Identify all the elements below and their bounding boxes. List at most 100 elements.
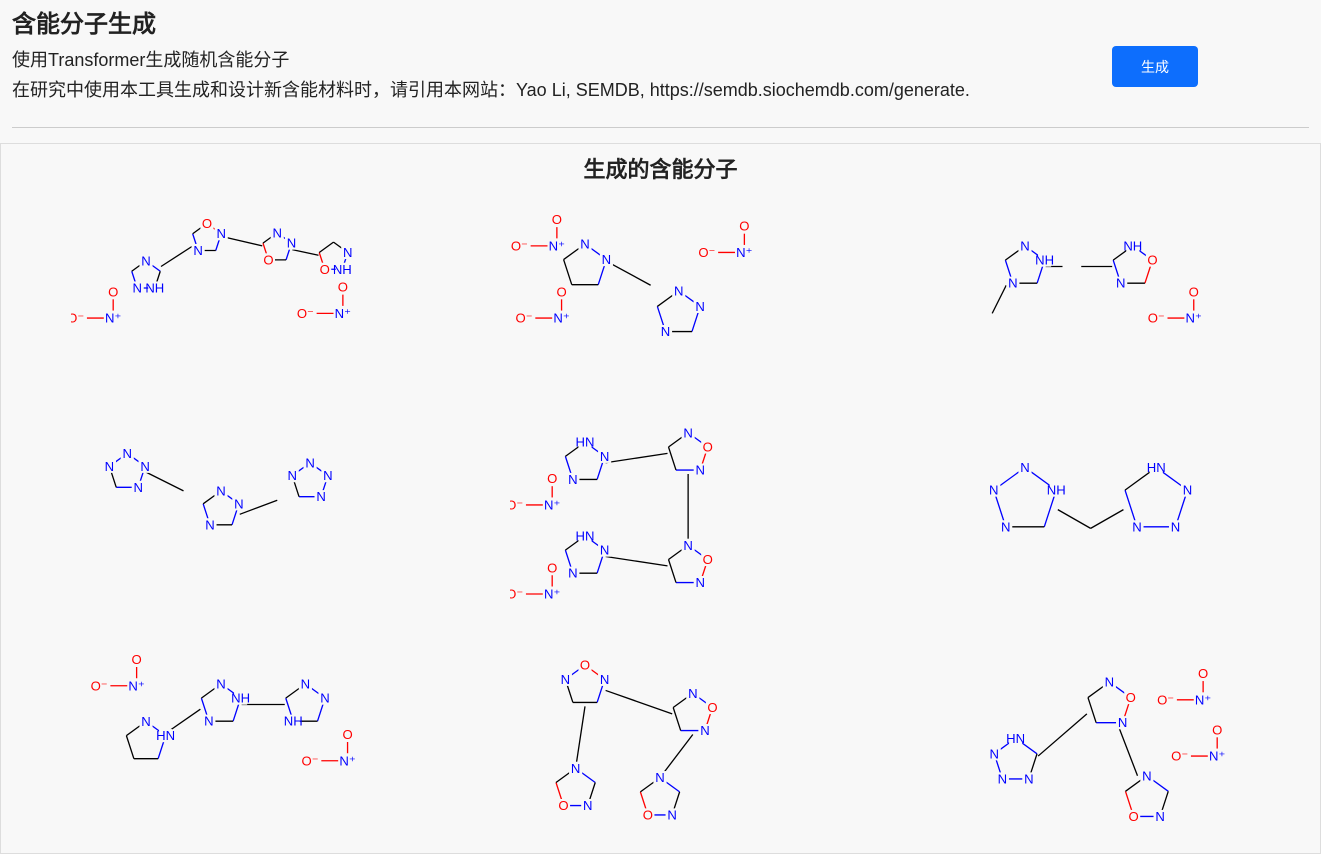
atom-label: N [689,685,698,700]
atom-label: N [1171,519,1180,534]
atom-label: N [701,723,710,738]
atom-label: N [989,483,998,498]
atom-label: O⁻ [510,497,523,512]
atom-label: O [740,219,750,234]
atom-label: O [1212,722,1222,737]
atom-label: O [559,798,569,813]
atom-label: O⁻ [1157,692,1174,707]
molecule-structure-image: NNHNONNNNONNHOO⁻N⁺OO⁻N⁺O [71,216,355,326]
molecule-cell: HNNNNONHNNNNONO⁻N⁺OO⁻N⁺O [441,409,881,629]
header: 含能分子生成 使用Transformer生成随机含能分子 在研究中使用本工具生成… [12,0,1309,128]
atom-label: N [343,245,352,260]
atom-label: N [569,566,578,581]
atom-label: HN [576,435,595,450]
atom-label: N [105,459,114,474]
atom-label: N [600,543,609,558]
atom-label: O [557,284,567,299]
atom-label: O [708,700,718,715]
atom-label: N [287,468,296,483]
atom-label: N [205,517,214,532]
atom-label: N [1118,715,1127,730]
atom-label: N [141,253,150,268]
atom-label: O [643,807,653,822]
atom-label: NH [1124,238,1143,253]
atom-label: NH [1035,253,1054,268]
subtitle: 使用Transformer生成随机含能分子 [12,50,290,70]
molecule-structure-image: HNNNNONHNNNNONO⁻N⁺OO⁻N⁺O [510,425,715,602]
atom-label: N [272,225,281,240]
atom-label: N [287,236,296,251]
atom-label: N [234,496,243,511]
atom-label: O [338,280,348,295]
atom-label: N [133,480,142,495]
atom-label: N⁺ [1195,692,1211,707]
atom-label: O [1189,284,1199,299]
atom-label: N [1020,460,1029,475]
atom-label: N⁺ [544,587,560,602]
atom-label: HN [1147,460,1166,475]
atom-label: N [300,676,309,691]
atom-label: N [320,690,329,705]
atom-label: N [583,798,592,813]
atom-label: O [131,652,141,667]
atom-label: N [600,671,609,686]
atom-label: N⁺ [549,238,565,253]
generate-button[interactable]: 生成 [1112,46,1198,87]
atom-label: N⁺ [128,678,144,693]
atom-label: O [548,471,558,486]
atom-label: O⁻ [511,238,528,253]
atom-label: N [1183,483,1192,498]
atom-label: N [1132,519,1141,534]
atom-label: O⁻ [1148,311,1165,326]
atom-label: N [600,449,609,464]
atom-label: N [661,324,670,339]
citation-text: 在研究中使用本工具生成和设计新含能材料时，请引用本网站：Yao Li, SEMD… [12,80,970,100]
atom-label: O [580,657,590,672]
atom-label: N [216,483,225,498]
atom-label: N⁺ [554,311,570,326]
results-panel: 生成的含能分子 NNHNONNNNONNHOO⁻N⁺OO⁻N⁺ONNNNNO⁻N… [0,143,1321,854]
atom-label: NH [231,690,250,705]
atom-label: N [696,575,705,590]
molecule-cell: NNHNONNNNONNHOO⁻N⁺OO⁻N⁺O [1,199,441,409]
atom-label: O [1126,690,1136,705]
atom-label: O [108,284,118,299]
atom-label: N [602,252,611,267]
atom-label: O⁻ [516,311,533,326]
atom-label: N [684,425,693,440]
atom-label: N [1008,276,1017,291]
atom-label: O⁻ [1171,748,1188,763]
atom-label: N⁺ [1209,748,1225,763]
atom-label: O⁻ [301,753,318,768]
atom-label: NH [145,281,164,296]
atom-label: O [552,212,562,227]
atom-label: N [204,713,213,728]
atom-label: N [1020,238,1029,253]
atom-label: N [1105,674,1114,689]
atom-label: O [319,262,329,277]
atom-label: O [703,440,713,455]
atom-label: N [1156,808,1165,823]
atom-label: N [305,455,314,470]
atom-label: O [263,252,273,267]
atom-label: N [656,770,665,785]
atom-label: N [140,459,149,474]
atom-label: N⁺ [335,306,351,321]
atom-label: O⁻ [90,678,107,693]
atom-label: N⁺ [105,311,121,326]
atom-label: N [569,472,578,487]
atom-label: N [1024,771,1033,786]
atom-label: N [122,446,131,461]
atom-label: O [1198,666,1208,681]
atom-label: N [132,281,141,296]
atom-label: HN [1006,730,1025,745]
atom-label: N [571,760,580,775]
